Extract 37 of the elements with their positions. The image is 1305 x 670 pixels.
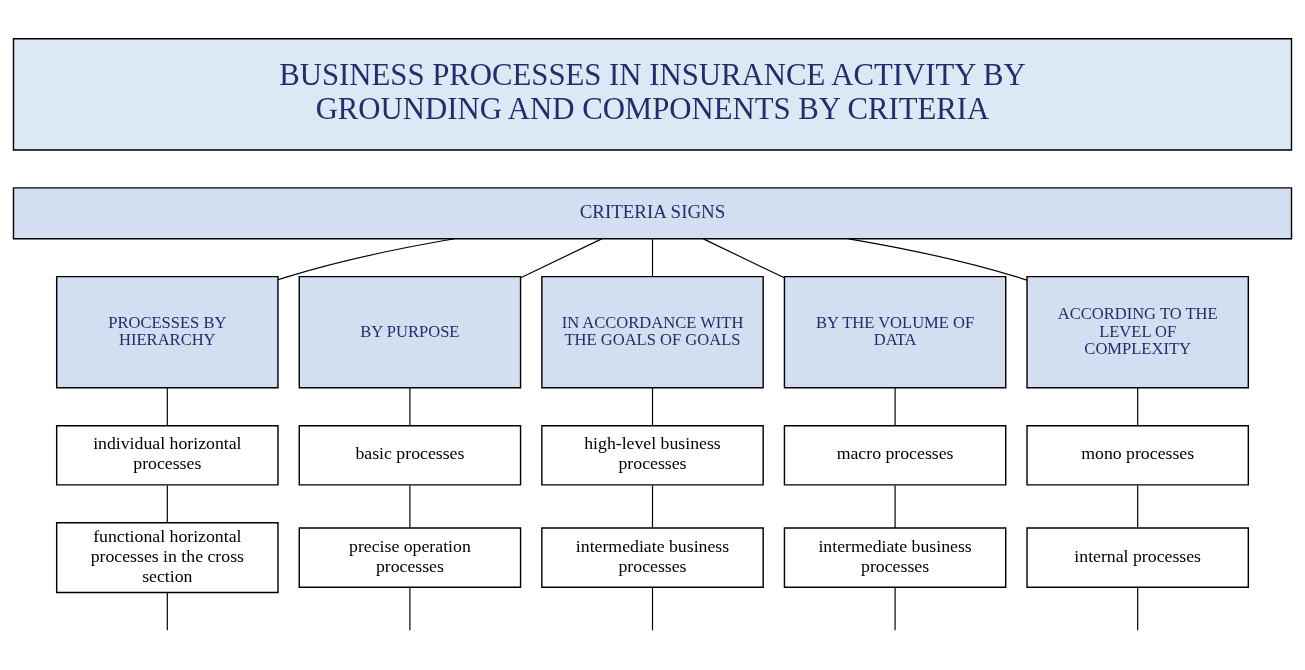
connector [520,238,603,279]
node-box: PROCESSES BY HIERARCHY [55,275,279,389]
connector [166,484,168,524]
connector [848,238,1028,281]
connector [166,592,168,631]
node-box: macro processes [783,425,1007,486]
node-box: ACCORDING TO THE LEVEL OF COMPLEXITY [1026,275,1250,389]
connector [651,586,654,631]
connector [409,586,411,631]
node-box: basic processes [298,425,522,486]
connector [1137,387,1139,427]
connector [894,586,896,631]
node-box: high-level business processes [541,425,764,486]
node-box: precise operation processes [298,527,522,588]
connector [1137,484,1139,529]
connector [409,484,411,529]
connector [651,387,654,427]
node-box: BY THE VOLUME OF DATA [783,275,1007,389]
node-box: CRITERIA SIGNS [12,187,1293,240]
connector [277,238,456,281]
node-box: functional horizontal processes in the cross section [55,522,279,594]
connector [651,238,654,277]
connector [409,387,411,427]
node-box: individual horizontal processes [55,425,279,486]
connector [1137,586,1139,631]
node-box: intermediate business processes [541,527,764,588]
connector [651,484,654,529]
connector [166,387,168,427]
connector [894,484,896,529]
node-box: mono processes [1026,425,1250,486]
connector [894,387,896,427]
node-box: intermediate business processes [783,527,1007,588]
node-box: internal processes [1026,527,1250,588]
connector [702,238,785,279]
node-box: BUSINESS PROCESSES IN INSURANCE ACTIVITY BY GROUNDING AND COMPONENTS BY CRITERIA [12,38,1293,151]
node-box: BY PURPOSE [298,275,522,389]
node-box: IN ACCORDANCE WITH THE GOALS OF GOALS [541,275,764,389]
